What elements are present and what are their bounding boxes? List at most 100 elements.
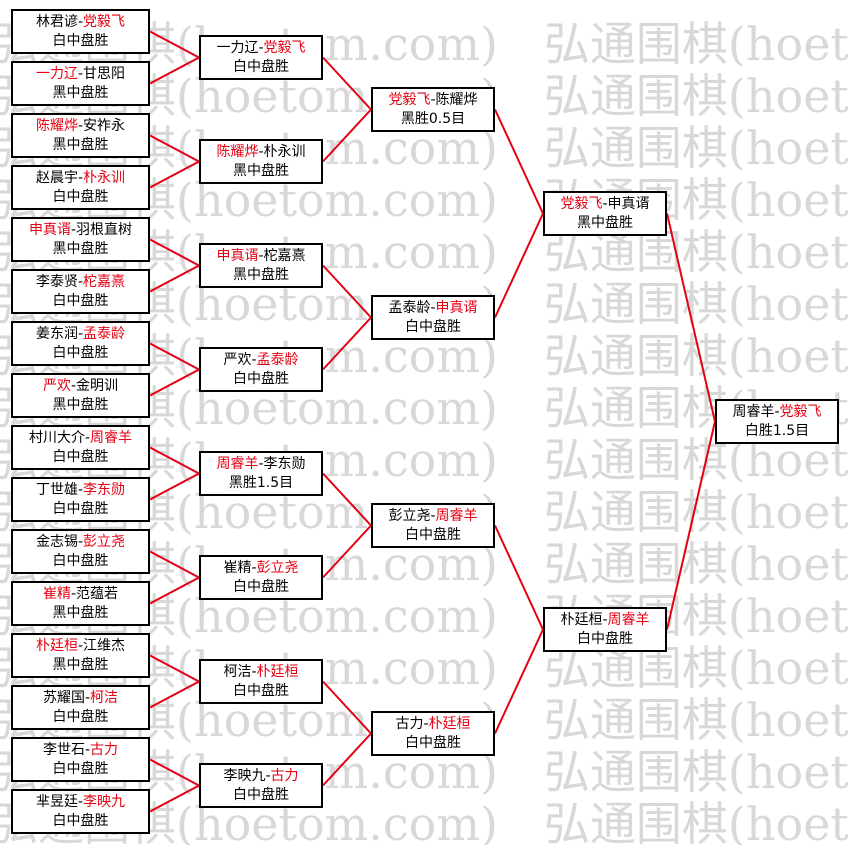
versus-dash: -: [77, 14, 84, 30]
match-box: 苏耀国-柯洁白中盘胜: [11, 685, 150, 730]
match-players: 严欢-孟泰龄: [201, 351, 321, 370]
versus-dash: -: [77, 534, 84, 550]
match-result: 黑中盘胜: [52, 657, 109, 673]
player-one: 周睿羊: [732, 404, 775, 420]
player-two: 柯洁: [90, 690, 119, 706]
player-one: 古力: [395, 716, 424, 732]
bracket-connector: [149, 30, 200, 59]
player-one: 朴廷桓: [560, 612, 603, 628]
player-two: 周睿羊: [90, 430, 133, 446]
versus-dash: -: [774, 404, 780, 420]
match-box: 金志锡-彭立尧白中盘胜: [11, 529, 150, 574]
player-two: 李东勋: [83, 482, 126, 498]
player-two: 江维杰: [83, 638, 126, 654]
versus-dash: -: [423, 716, 429, 732]
versus-dash: -: [251, 560, 257, 576]
match-box: 党毅飞-申真谞黑中盘胜: [543, 191, 667, 236]
player-two: 安祚永: [83, 118, 126, 134]
match-result: 黑中盘胜: [233, 267, 289, 283]
match-box: 李映九-古力白中盘胜: [199, 763, 323, 808]
bracket-connector: [149, 368, 200, 397]
player-one: 严欢: [42, 378, 71, 394]
match-box: 孟泰龄-申真谞白中盘胜: [371, 295, 495, 340]
versus-dash: -: [602, 612, 608, 628]
match-result: 白中盘胜: [233, 787, 289, 803]
match-box: 申真谞-羽根直树黑中盘胜: [11, 217, 150, 262]
match-box: 陈耀烨-朴永训黑中盘胜: [199, 139, 323, 184]
player-one: 姜东润: [35, 326, 78, 342]
match-players: 朴廷桓-江维杰: [13, 637, 148, 656]
match-box: 柯洁-朴廷桓白中盘胜: [199, 659, 323, 704]
player-two: 柁嘉熹: [83, 274, 126, 290]
versus-dash: -: [77, 274, 84, 290]
player-one: 陈耀烨: [35, 118, 78, 134]
player-one: 孟泰龄: [388, 300, 431, 316]
player-one: 一力辽: [216, 40, 259, 56]
match-result: 白中盘胜: [405, 319, 461, 335]
match-box: 林君谚-党毅飞白中盘胜: [11, 9, 150, 54]
bracket-connector: [149, 472, 200, 501]
match-players: 申真谞-羽根直树: [13, 221, 148, 240]
player-two: 党毅飞: [779, 404, 822, 420]
match-result: 黑中盘胜: [52, 605, 109, 621]
match-result: 白胜1.5目: [744, 423, 810, 439]
match-result: 白中盘胜: [52, 449, 109, 465]
bracket-connector: [322, 56, 372, 111]
match-players: 林君谚-党毅飞: [13, 13, 148, 32]
player-two: 范蕴若: [76, 586, 119, 602]
match-box: 丁世雄-李东勋白中盘胜: [11, 477, 150, 522]
bracket-connector: [149, 576, 200, 605]
player-one: 村川大介: [28, 430, 85, 446]
match-players: 村川大介-周睿羊: [13, 429, 148, 448]
versus-dash: -: [258, 144, 264, 160]
player-one: 一力辽: [35, 66, 78, 82]
player-one: 芈昱廷: [35, 794, 78, 810]
player-two: 陈耀烨: [435, 92, 478, 108]
match-box: 朴廷桓-周睿羊白中盘胜: [543, 607, 667, 652]
player-two: 党毅飞: [263, 40, 306, 56]
match-result: 白中盘胜: [52, 189, 109, 205]
player-one: 柯洁: [223, 664, 252, 680]
bracket-connector: [666, 213, 716, 422]
player-two: 金明训: [76, 378, 119, 394]
player-one: 丁世雄: [35, 482, 78, 498]
match-result: 白中盘胜: [52, 813, 109, 829]
match-result: 黑中盘胜: [52, 241, 109, 257]
bracket-connector: [322, 524, 372, 579]
match-players: 李映九-古力: [201, 767, 321, 786]
match-result: 黑中盘胜: [233, 163, 289, 179]
match-players: 党毅飞-申真谞: [545, 195, 665, 214]
match-players: 李泰贤-柁嘉熹: [13, 273, 148, 292]
match-result: 黑中盘胜: [52, 85, 109, 101]
bracket-connector: [149, 680, 200, 709]
bracket-connector: [149, 550, 200, 579]
match-result: 白中盘胜: [233, 59, 289, 75]
bracket-connector: [322, 732, 372, 787]
match-result: 黑胜0.5目: [400, 111, 466, 127]
match-players: 周睿羊-党毅飞: [717, 403, 837, 422]
player-one: 李映九: [223, 768, 266, 784]
match-players: 金志锡-彭立尧: [13, 533, 148, 552]
match-players: 芈昱廷-李映九: [13, 793, 148, 812]
match-result: 白中盘胜: [577, 631, 633, 647]
versus-dash: -: [77, 326, 84, 342]
match-box: 古力-朴廷桓白中盘胜: [371, 711, 495, 756]
bracket-connector: [322, 316, 372, 371]
bracket-connector: [149, 654, 200, 683]
player-one: 陈耀烨: [216, 144, 259, 160]
player-two: 朴廷桓: [256, 664, 299, 680]
player-one: 党毅飞: [560, 196, 603, 212]
bracket-connector: [149, 758, 200, 787]
match-box: 彭立尧-周睿羊白中盘胜: [371, 503, 495, 548]
versus-dash: -: [70, 378, 77, 394]
player-one: 苏耀国: [42, 690, 85, 706]
versus-dash: -: [84, 742, 91, 758]
match-box: 一力辽-甘思阳黑中盘胜: [11, 61, 150, 106]
versus-dash: -: [258, 40, 264, 56]
bracket-connector: [322, 264, 372, 319]
player-two: 甘思阳: [83, 66, 126, 82]
versus-dash: -: [430, 508, 436, 524]
bracket-connector: [149, 784, 200, 813]
bracket-connector: [322, 108, 372, 163]
